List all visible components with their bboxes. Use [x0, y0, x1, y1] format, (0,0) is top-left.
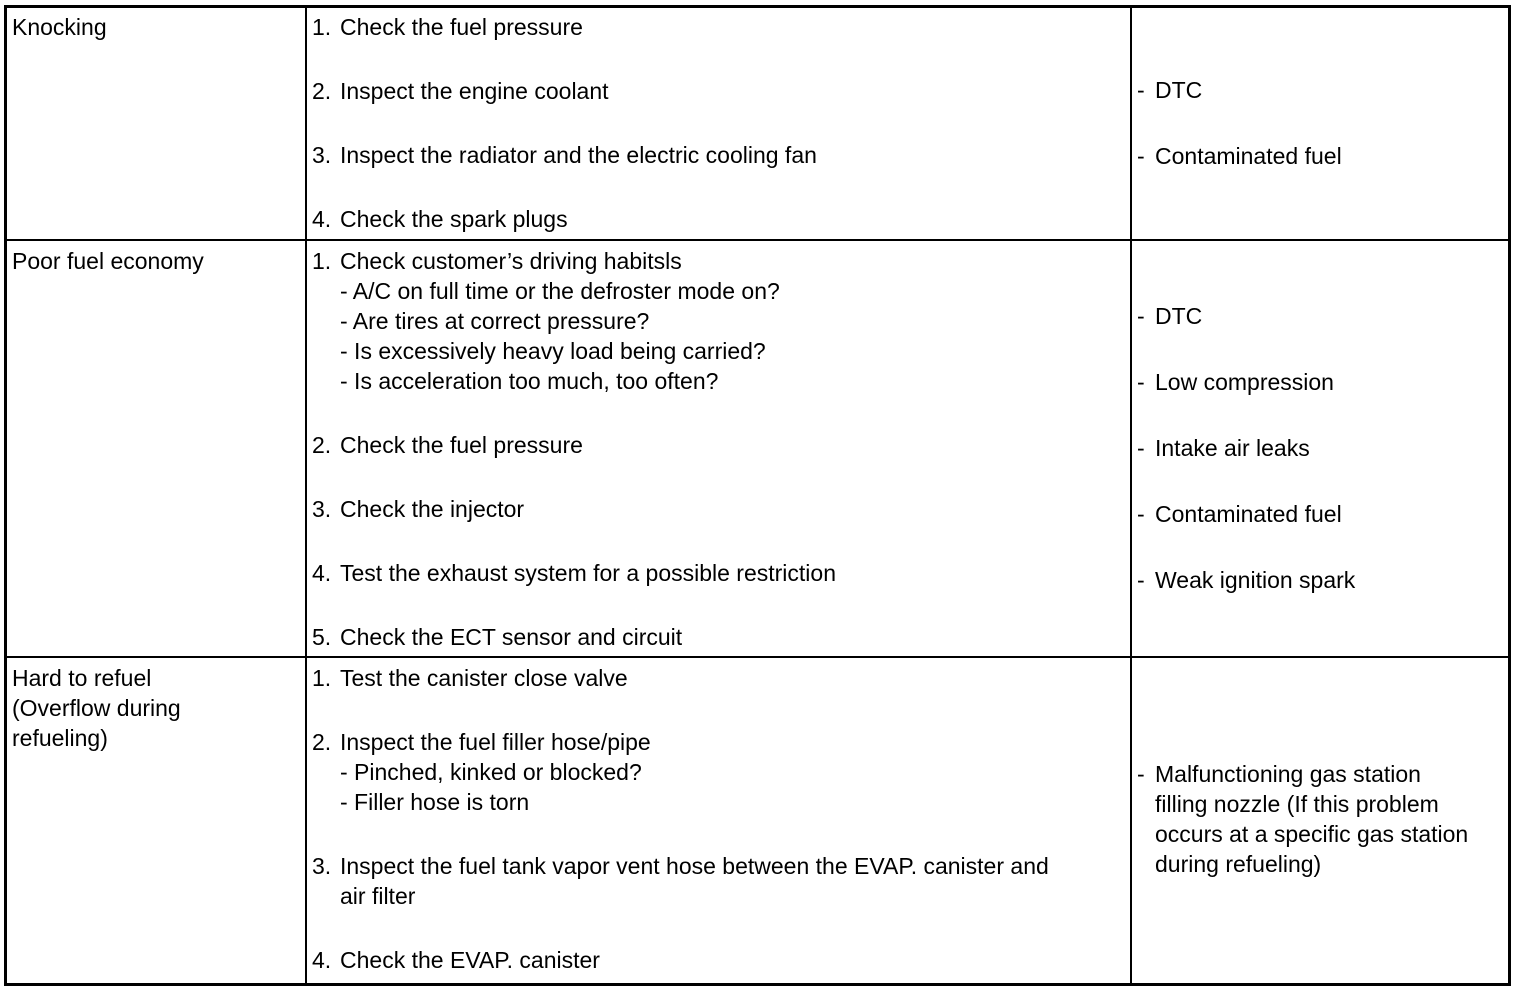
symptom-cell: Knocking: [12, 12, 107, 42]
step-text: Check the injector: [340, 496, 525, 522]
cause-text: DTC: [1155, 303, 1203, 329]
step-text: Test the exhaust system for a possible r…: [340, 560, 836, 586]
bullet-dash: -: [1137, 761, 1145, 787]
step-text: Inspect the radiator and the electric co…: [340, 142, 817, 168]
possible-causes-cell: -Malfunctioning gas station filling nozz…: [1137, 759, 1468, 879]
bullet-dash: -: [1137, 77, 1145, 103]
bullet-dash: -: [1137, 369, 1145, 395]
possible-causes-cell: -DTC -Contaminated fuel: [1137, 75, 1342, 171]
step-number: 2.: [312, 78, 332, 104]
bullet-dash: -: [1137, 567, 1145, 593]
step-item: 4. Test the exhaust system for a possible…: [312, 558, 836, 588]
symptom-text: Poor fuel economy: [12, 248, 204, 274]
cause-text-continued: during refueling): [1155, 851, 1322, 877]
bullet-dash: -: [1137, 435, 1145, 461]
step-subitem: - Is acceleration too much, too often?: [340, 368, 719, 394]
step-item: 3. Inspect the fuel tank vapor vent hose …: [312, 851, 1049, 881]
step-number: 3.: [312, 142, 332, 168]
inspection-steps-cell: 1. Check customer’s driving habitsls - A/…: [312, 246, 836, 652]
cause-text: Weak ignition spark: [1155, 567, 1356, 593]
symptom-text: (Overflow during: [12, 695, 181, 721]
cause-item: -DTC: [1137, 301, 1355, 331]
step-subitem: - Pinched, kinked or blocked?: [340, 759, 642, 785]
symptom-cell: Hard to refuel (Overflow during refuelin…: [12, 663, 181, 753]
bullet-dash: -: [1137, 501, 1145, 527]
symptom-text: refueling): [12, 725, 108, 751]
cause-item: -DTC: [1137, 75, 1342, 105]
cause-text: Contaminated fuel: [1155, 501, 1342, 527]
step-text: Check the fuel pressure: [340, 14, 583, 40]
bullet-dash: -: [1137, 143, 1145, 169]
cause-item: -Low compression: [1137, 367, 1355, 397]
step-number: 4.: [312, 947, 332, 973]
step-subitem: - Are tires at correct pressure?: [340, 308, 650, 334]
step-item: 1. Check customer’s driving habitsls: [312, 246, 836, 276]
step-number: 1.: [312, 665, 332, 691]
step-text: Check the ECT sensor and circuit: [340, 624, 683, 650]
step-text: Check the EVAP. canister: [340, 947, 600, 973]
step-text: Check the fuel pressure: [340, 432, 583, 458]
step-text: Check the spark plugs: [340, 206, 568, 232]
step-item: 2. Inspect the fuel filler hose/pipe: [312, 727, 1049, 757]
step-subitem: - Filler hose is torn: [340, 789, 530, 815]
step-number: 4.: [312, 206, 332, 232]
symptom-text: Hard to refuel: [12, 665, 152, 691]
step-text-continued: air filter: [340, 883, 416, 909]
step-subitem: - A/C on full time or the defroster mode…: [340, 278, 780, 304]
step-text: Inspect the fuel filler hose/pipe: [340, 729, 651, 755]
cause-item: -Malfunctioning gas station: [1137, 759, 1468, 789]
step-item: 2. Check the fuel pressure: [312, 430, 836, 460]
step-item: 4. Check the EVAP. canister: [312, 945, 1049, 975]
inspection-steps-cell: 1. Check the fuel pressure 2. Inspect the …: [312, 12, 817, 234]
step-number: 2.: [312, 729, 332, 755]
step-item: 4. Check the spark plugs: [312, 204, 817, 234]
step-text: Check customer’s driving habitsls: [340, 248, 682, 274]
cause-text: Malfunctioning gas station: [1155, 761, 1421, 787]
cause-text: DTC: [1155, 77, 1203, 103]
cause-text: Contaminated fuel: [1155, 143, 1342, 169]
step-text: Test the canister close valve: [340, 665, 628, 691]
cause-text: Intake air leaks: [1155, 435, 1310, 461]
step-subitem: - Is excessively heavy load being carrie…: [340, 338, 766, 364]
step-number: 4.: [312, 560, 332, 586]
column-divider-causes: [1130, 5, 1132, 983]
troubleshooting-table: [4, 5, 1511, 986]
possible-causes-cell: -DTC -Low compression -Intake air leaks …: [1137, 301, 1355, 595]
symptom-cell: Poor fuel economy: [12, 246, 204, 276]
symptom-text: Knocking: [12, 14, 107, 40]
step-item: 1. Check the fuel pressure: [312, 12, 817, 42]
step-number: 1.: [312, 14, 332, 40]
row-divider-2: [4, 656, 1508, 658]
step-item: 1. Test the canister close valve: [312, 663, 1049, 693]
column-divider-symptom: [305, 5, 307, 983]
step-number: 3.: [312, 853, 332, 879]
cause-item: -Contaminated fuel: [1137, 499, 1355, 529]
step-item: 2. Inspect the engine coolant: [312, 76, 817, 106]
step-number: 2.: [312, 432, 332, 458]
step-text: Inspect the fuel tank vapor vent hose be…: [340, 853, 1049, 879]
inspection-steps-cell: 1. Test the canister close valve 2. Inspec…: [312, 663, 1049, 975]
step-text: Inspect the engine coolant: [340, 78, 609, 104]
step-number: 1.: [312, 248, 332, 274]
step-item: 3. Inspect the radiator and the electric …: [312, 140, 817, 170]
bullet-dash: -: [1137, 303, 1145, 329]
step-number: 5.: [312, 624, 332, 650]
step-item: 5. Check the ECT sensor and circuit: [312, 622, 836, 652]
cause-text-continued: occurs at a specific gas station: [1155, 821, 1469, 847]
cause-item: -Intake air leaks: [1137, 433, 1355, 463]
cause-text: Low compression: [1155, 369, 1334, 395]
step-item: 3. Check the injector: [312, 494, 836, 524]
cause-item: -Contaminated fuel: [1137, 141, 1342, 171]
cause-text-continued: filling nozzle (If this problem: [1155, 791, 1439, 817]
row-divider-1: [4, 239, 1508, 241]
step-number: 3.: [312, 496, 332, 522]
cause-item: -Weak ignition spark: [1137, 565, 1355, 595]
